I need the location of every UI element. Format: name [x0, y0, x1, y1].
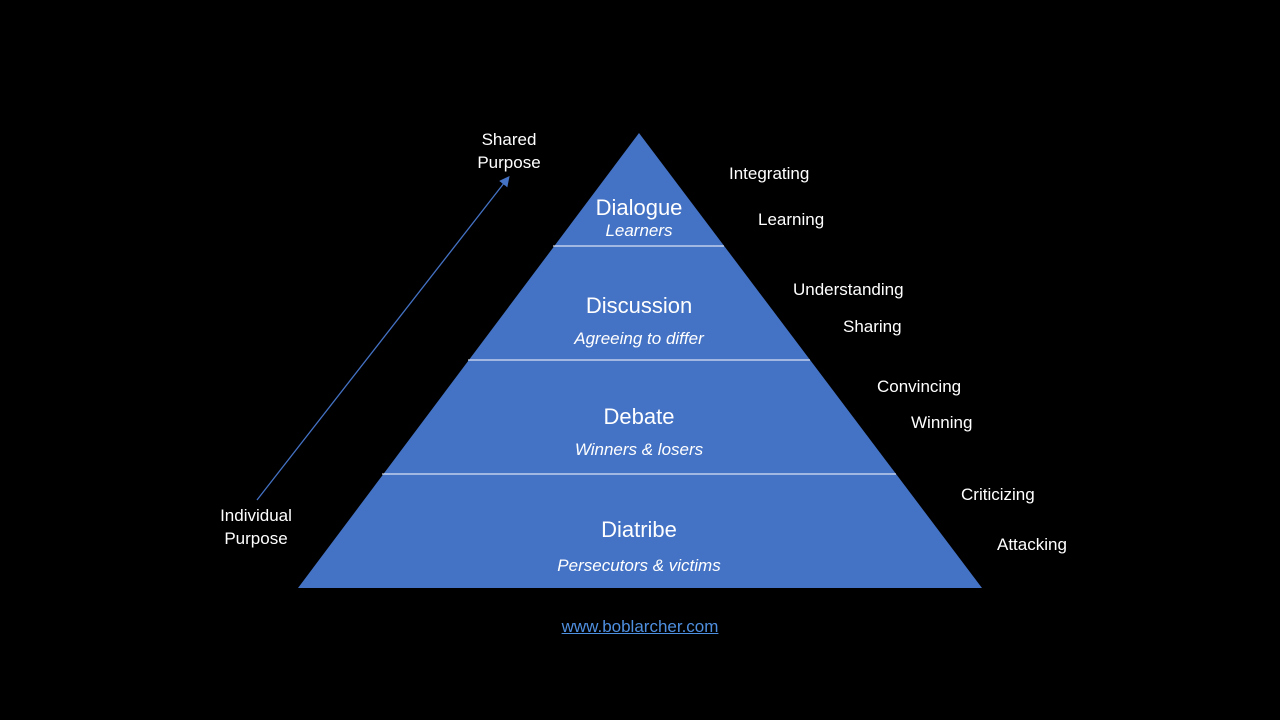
- side-label-attacking: Attacking: [997, 535, 1067, 554]
- side-label-criticizing: Criticizing: [961, 485, 1035, 504]
- side-label-sharing: Sharing: [843, 317, 902, 336]
- side-label-learning: Learning: [758, 210, 825, 229]
- layer-dialogue-subtitle: Learners: [605, 221, 673, 240]
- shared-purpose-label: Shared Purpose: [449, 128, 569, 174]
- shared-purpose-line2: Purpose: [477, 153, 541, 172]
- layer-discussion-subtitle: Agreeing to differ: [574, 329, 704, 348]
- layer-debate-subtitle: Winners & losers: [574, 440, 704, 459]
- website-link[interactable]: www.boblarcher.com: [561, 617, 719, 636]
- side-label-winning: Winning: [911, 413, 973, 432]
- shared-purpose-line1: Shared: [481, 130, 537, 149]
- individual-purpose-line1: Individual: [220, 506, 292, 525]
- layer-dialogue-title: Dialogue: [595, 195, 683, 220]
- layer-debate-title: Debate: [603, 404, 675, 429]
- layer-discussion-title: Discussion: [585, 293, 693, 318]
- side-label-integrating: Integrating: [729, 164, 810, 183]
- individual-purpose-label: Individual Purpose: [196, 504, 316, 550]
- side-label-convincing: Convincing: [877, 377, 962, 396]
- side-label-understanding: Understanding: [793, 280, 904, 299]
- layer-diatribe-subtitle: Persecutors & victims: [557, 556, 721, 575]
- individual-purpose-line2: Purpose: [224, 529, 288, 548]
- purpose-arrow: [256, 175, 510, 501]
- layer-diatribe-title: Diatribe: [601, 517, 677, 542]
